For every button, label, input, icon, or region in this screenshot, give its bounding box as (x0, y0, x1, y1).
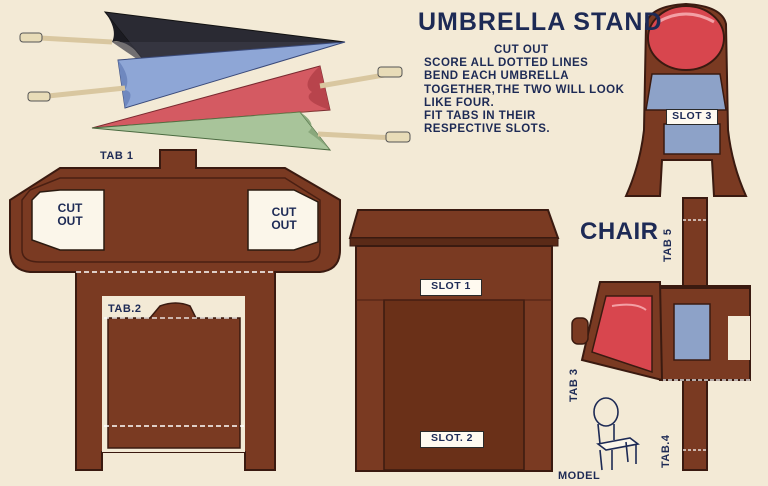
chair-title: CHAIR (580, 218, 659, 245)
slot-1: SLOT 1 (420, 279, 482, 296)
instructions: CUT OUT SCORE ALL DOTTED LINES BEND EACH… (424, 44, 654, 136)
tab-2-label: TAB.2 (108, 303, 142, 315)
model-label: MODEL (558, 470, 601, 482)
instruction-line: BEND EACH UMBRELLA (424, 70, 570, 83)
tab-5-label: TAB 5 (662, 228, 674, 262)
slot-3: SLOT 3 (666, 109, 718, 125)
chair-side-piece (639, 197, 751, 471)
stand-back-piece (9, 149, 341, 471)
instruction-line: SCORE ALL DOTTED LINES (424, 57, 589, 70)
tab-1-label: TAB 1 (100, 150, 134, 162)
instruction-line: FIT TABS IN THEIR (424, 110, 536, 123)
model-chair-icon (593, 397, 640, 471)
chair-seat-piece (571, 281, 664, 382)
page-title: UMBRELLA STAND (418, 8, 663, 36)
tab-4-label: TAB.4 (660, 434, 672, 468)
tab-3-label: TAB 3 (568, 368, 580, 402)
instruction-line: TOGETHER,THE TWO WILL LOOK (424, 83, 625, 96)
instructions-heading: CUT OUT (494, 44, 549, 56)
chair-top-piece (624, 2, 748, 197)
instruction-line: LIKE FOUR. (424, 96, 495, 109)
instruction-line: RESPECTIVE SLOTS. (424, 123, 551, 136)
slot-2: SLOT. 2 (420, 431, 484, 448)
umbrella-red-green (91, 65, 411, 151)
umbrella-black-blue (19, 11, 346, 109)
